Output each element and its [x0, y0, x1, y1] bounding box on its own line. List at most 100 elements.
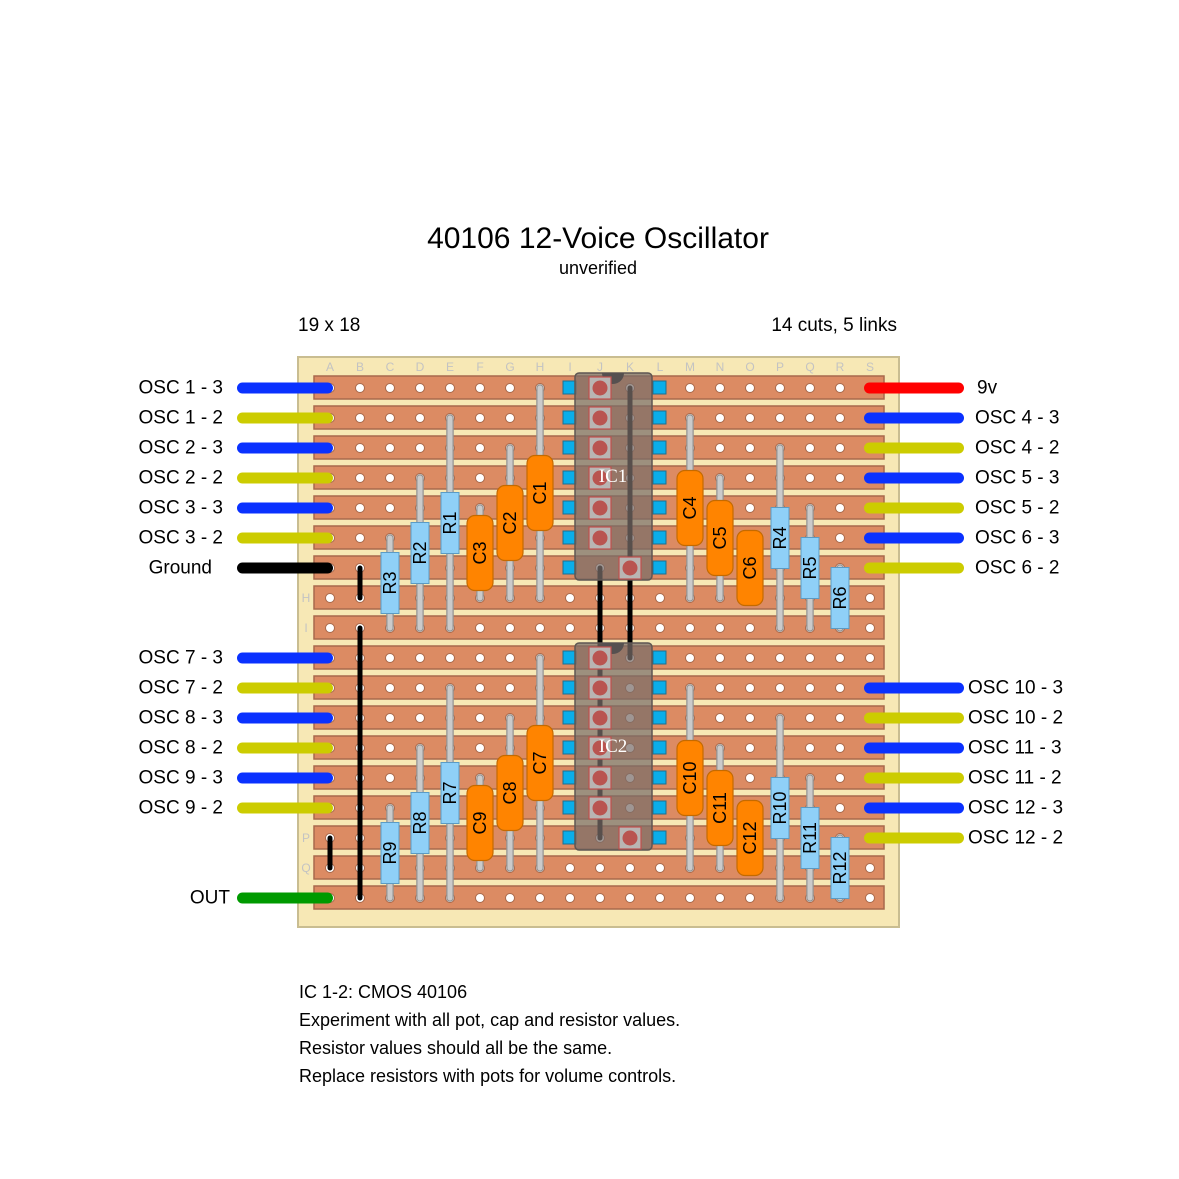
hole — [475, 743, 485, 753]
hole — [475, 713, 485, 723]
resistor-10: R10 — [770, 714, 790, 902]
hole — [415, 383, 425, 393]
hole — [655, 893, 665, 903]
capacitor-4: C4 — [676, 414, 704, 602]
hole — [835, 773, 845, 783]
hole — [835, 803, 845, 813]
capacitor-label: C3 — [470, 541, 490, 564]
wire-left: OSC 8 - 3 — [139, 708, 333, 729]
hole — [805, 743, 815, 753]
capacitor-label: C7 — [530, 751, 550, 774]
hole — [505, 683, 515, 693]
hole — [475, 623, 485, 633]
wire-label: OSC 2 - 2 — [139, 468, 223, 489]
hole — [565, 893, 575, 903]
hole — [355, 533, 365, 543]
resistor-label: R10 — [770, 791, 790, 824]
hole — [385, 383, 395, 393]
track-cut — [652, 440, 667, 455]
hole — [415, 683, 425, 693]
wire-label: OSC 4 - 3 — [975, 408, 1059, 429]
wire-label: Ground — [149, 558, 212, 579]
hole — [745, 773, 755, 783]
track-cut — [652, 650, 667, 665]
hole — [385, 473, 395, 483]
capacitor-body — [466, 784, 494, 862]
track-cuts — [562, 380, 667, 845]
hole — [805, 443, 815, 453]
hole — [475, 683, 485, 693]
capacitor-label: C5 — [710, 526, 730, 549]
hole — [385, 653, 395, 663]
wire-label: OSC 9 - 2 — [139, 798, 223, 819]
resistor-9: R9 — [380, 804, 400, 902]
hole — [355, 473, 365, 483]
capacitor-6: C6 — [736, 529, 764, 607]
column-letter: Q — [805, 360, 814, 374]
ic-pin — [622, 830, 638, 846]
track-cut — [652, 710, 667, 725]
track-cut — [652, 680, 667, 695]
hole — [805, 683, 815, 693]
hole — [865, 623, 875, 633]
column-letter: D — [416, 360, 425, 374]
capacitor-label: C6 — [740, 556, 760, 579]
wire-right: OSC 4 - 2 — [864, 438, 1059, 459]
resistor-4: R4 — [770, 444, 790, 632]
hole — [865, 653, 875, 663]
ic-pin — [592, 470, 608, 486]
track-cut — [562, 740, 577, 755]
wire-left: OSC 9 - 3 — [139, 768, 333, 789]
hole — [715, 443, 725, 453]
capacitor-body — [466, 514, 494, 592]
row-letter: P — [302, 831, 310, 845]
hole — [835, 413, 845, 423]
hole — [385, 503, 395, 513]
track-cut — [652, 410, 667, 425]
wire-right: OSC 11 - 3 — [864, 738, 1062, 759]
resistor-body — [770, 507, 790, 569]
ic-pin — [592, 650, 608, 666]
hole — [505, 893, 515, 903]
track-cut — [562, 470, 577, 485]
hole — [745, 683, 755, 693]
resistor-label: R7 — [440, 781, 460, 804]
hole — [865, 893, 875, 903]
hole — [355, 413, 365, 423]
hole — [835, 443, 845, 453]
capacitor-body — [496, 754, 524, 832]
hole — [385, 413, 395, 423]
ic-pin — [592, 410, 608, 426]
wire-label: OSC 11 - 3 — [968, 738, 1062, 759]
track-cut — [652, 470, 667, 485]
resistor-body — [440, 762, 460, 824]
ic-label: IC2 — [599, 736, 628, 757]
column-letter: J — [597, 360, 603, 374]
hole — [865, 863, 875, 873]
track-cut — [652, 380, 667, 395]
capacitor-body — [706, 769, 734, 847]
wire-label: OSC 10 - 3 — [968, 678, 1063, 699]
wire-label: OSC 6 - 2 — [975, 558, 1059, 579]
wire-left: OSC 7 - 2 — [139, 678, 333, 699]
wire-left: OSC 1 - 3 — [139, 378, 333, 399]
hole — [505, 383, 515, 393]
hole — [685, 623, 695, 633]
resistor-label: R1 — [440, 511, 460, 534]
capacitor-body — [676, 739, 704, 817]
wire-label: OSC 3 - 3 — [139, 498, 223, 519]
resistor-body — [830, 837, 850, 899]
hole — [475, 383, 485, 393]
resistor-label: R8 — [410, 811, 430, 834]
wire-label: OSC 8 - 3 — [139, 708, 223, 729]
capacitor-7: C7 — [526, 654, 554, 872]
ic-pin — [592, 740, 608, 756]
wire-label: OSC 3 - 2 — [139, 528, 223, 549]
wire-label: OSC 7 - 3 — [139, 648, 223, 669]
note-line: Experiment with all pot, cap and resisto… — [299, 1010, 681, 1030]
column-letter: O — [745, 360, 754, 374]
hole — [415, 443, 425, 453]
resistor-label: R2 — [410, 541, 430, 564]
